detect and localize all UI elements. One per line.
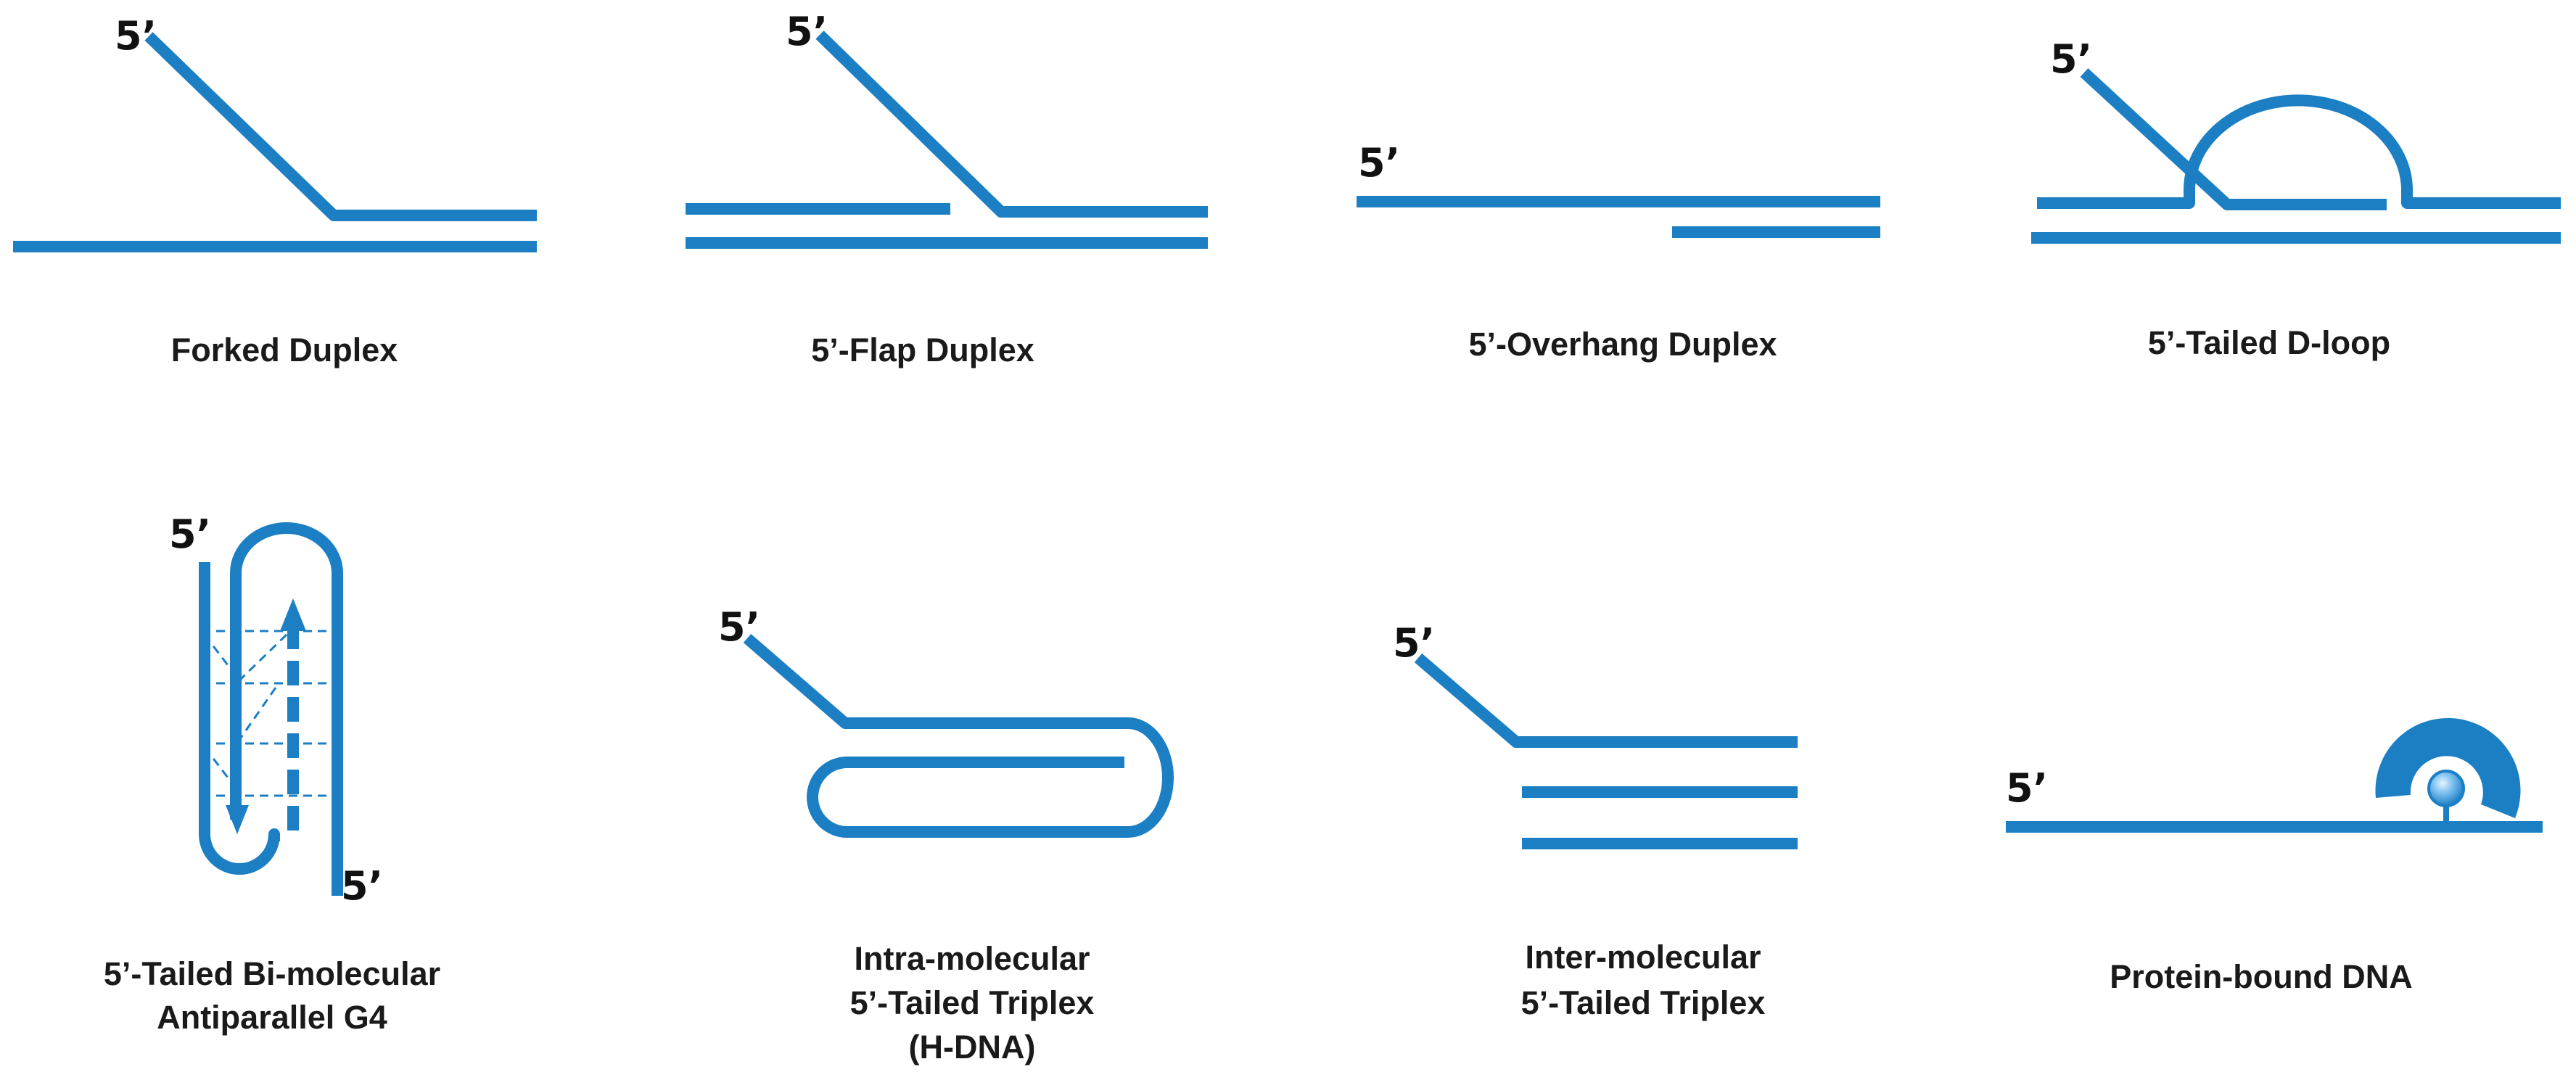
five-prime-label-bottom: 5’	[341, 863, 383, 909]
g-quartet-planes	[202, 630, 330, 797]
panel-forked-duplex: 5’ Forked Duplex	[13, 13, 537, 368]
triplex-outer-strand	[743, 633, 1174, 838]
caption-g4-line-1: 5’-Tailed Bi-molecular	[104, 955, 440, 992]
five-prime-label: 5’	[2050, 36, 2092, 82]
five-prime-label: 5’	[1358, 140, 1400, 186]
five-prime-label-top: 5’	[169, 511, 211, 557]
panel-tailed-d-loop: 5’ 5’-Tailed D-loop	[2031, 36, 2561, 361]
caption-protein-bound-dna: Protein-bound DNA	[2110, 958, 2412, 995]
hairpin-strand-left	[199, 562, 280, 875]
down-arrow-icon	[226, 805, 249, 834]
caption-intra-line-1: Intra-molecular	[854, 940, 1090, 977]
five-prime-label: 5’	[786, 9, 828, 54]
caption-inter-line-1: Inter-molecular	[1525, 939, 1761, 976]
displaced-strand	[2037, 94, 2561, 209]
invading-tail-strand	[2080, 68, 2387, 210]
panel-flap-duplex: 5’ 5’-Flap Duplex	[686, 9, 1208, 368]
hairpin-strand-right	[230, 522, 343, 896]
panel-intermolecular-triplex: 5’ Inter-molecular 5’-Tailed Triplex	[1393, 620, 1798, 1021]
caption-flap-duplex: 5’-Flap Duplex	[811, 331, 1034, 368]
protein-bead-icon	[2427, 770, 2465, 807]
five-prime-label: 5’	[718, 604, 760, 650]
panel-overhang-duplex: 5’ 5’-Overhang Duplex	[1357, 140, 1880, 363]
five-prime-label: 5’	[1393, 620, 1435, 666]
panel-protein-bound-dna: 5’ Protein-bound DNA	[2006, 718, 2543, 995]
top-strand-with-tail	[144, 32, 537, 221]
caption-forked-duplex: Forked Duplex	[171, 331, 398, 368]
panel-intramolecular-triplex: 5’ Intra-molecular 5’-Tailed Triplex (H-…	[718, 604, 1174, 1066]
third-strand-with-tail	[1414, 653, 1798, 748]
caption-tailed-d-loop: 5’-Tailed D-loop	[2148, 324, 2390, 361]
up-arrow-icon	[280, 598, 306, 631]
caption-intra-line-2: 5’-Tailed Triplex	[850, 984, 1095, 1021]
flap-strand	[815, 30, 1208, 218]
caption-overhang-duplex: 5’-Overhang Duplex	[1468, 326, 1777, 363]
caption-inter-line-2: 5’-Tailed Triplex	[1521, 984, 1766, 1021]
protein-clamp-icon	[2375, 718, 2521, 818]
five-prime-label: 5’	[115, 13, 157, 59]
caption-g4-line-2: Antiparallel G4	[157, 999, 387, 1036]
five-prime-label: 5’	[2006, 765, 2048, 811]
caption-intra-line-3: (H-DNA)	[909, 1029, 1036, 1066]
panel-bimolecular-g4: 5’ 5’ 5’-Tailed Bi-molecular Antiparalle…	[104, 511, 440, 1036]
